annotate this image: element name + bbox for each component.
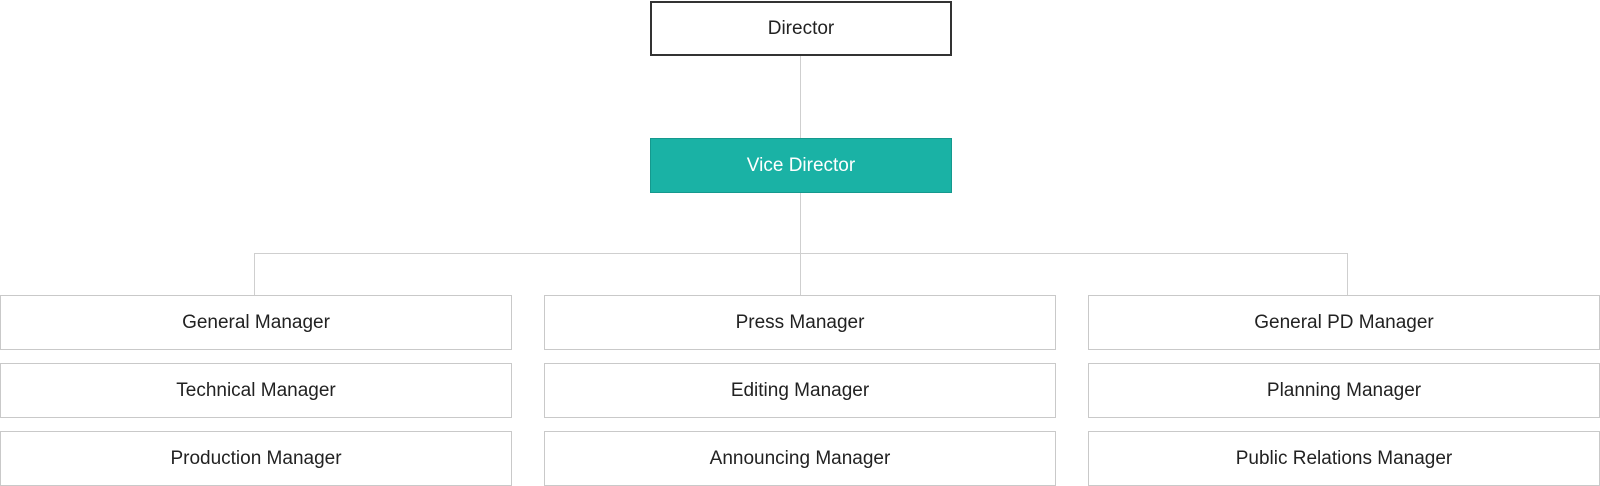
director-label: Director xyxy=(767,17,835,39)
connector-director-vice xyxy=(800,56,801,138)
manager-box-general-pd: General PD Manager xyxy=(1088,295,1600,350)
vice-director-box: Vice Director xyxy=(650,138,952,193)
manager-box-production: Production Manager xyxy=(0,431,512,486)
connector-branch-horizontal xyxy=(254,253,1347,254)
manager-box-general: General Manager xyxy=(0,295,512,350)
manager-label: General Manager xyxy=(182,311,330,333)
manager-label: Press Manager xyxy=(735,311,865,333)
manager-box-press: Press Manager xyxy=(544,295,1056,350)
connector-branch-right xyxy=(1347,253,1348,295)
connector-vice-branch xyxy=(800,193,801,295)
manager-label: Public Relations Manager xyxy=(1235,447,1453,469)
manager-box-announcing: Announcing Manager xyxy=(544,431,1056,486)
manager-label: Production Manager xyxy=(170,447,342,469)
connector-branch-left xyxy=(254,253,255,295)
manager-box-technical: Technical Manager xyxy=(0,363,512,418)
manager-label: General PD Manager xyxy=(1254,311,1434,333)
manager-label: Planning Manager xyxy=(1266,379,1422,401)
manager-label: Announcing Manager xyxy=(709,447,891,469)
manager-label: Editing Manager xyxy=(730,379,870,401)
director-box: Director xyxy=(650,1,952,56)
vice-director-label: Vice Director xyxy=(746,154,856,176)
manager-label: Technical Manager xyxy=(176,379,336,401)
manager-box-public-relations: Public Relations Manager xyxy=(1088,431,1600,486)
manager-box-editing: Editing Manager xyxy=(544,363,1056,418)
manager-box-planning: Planning Manager xyxy=(1088,363,1600,418)
